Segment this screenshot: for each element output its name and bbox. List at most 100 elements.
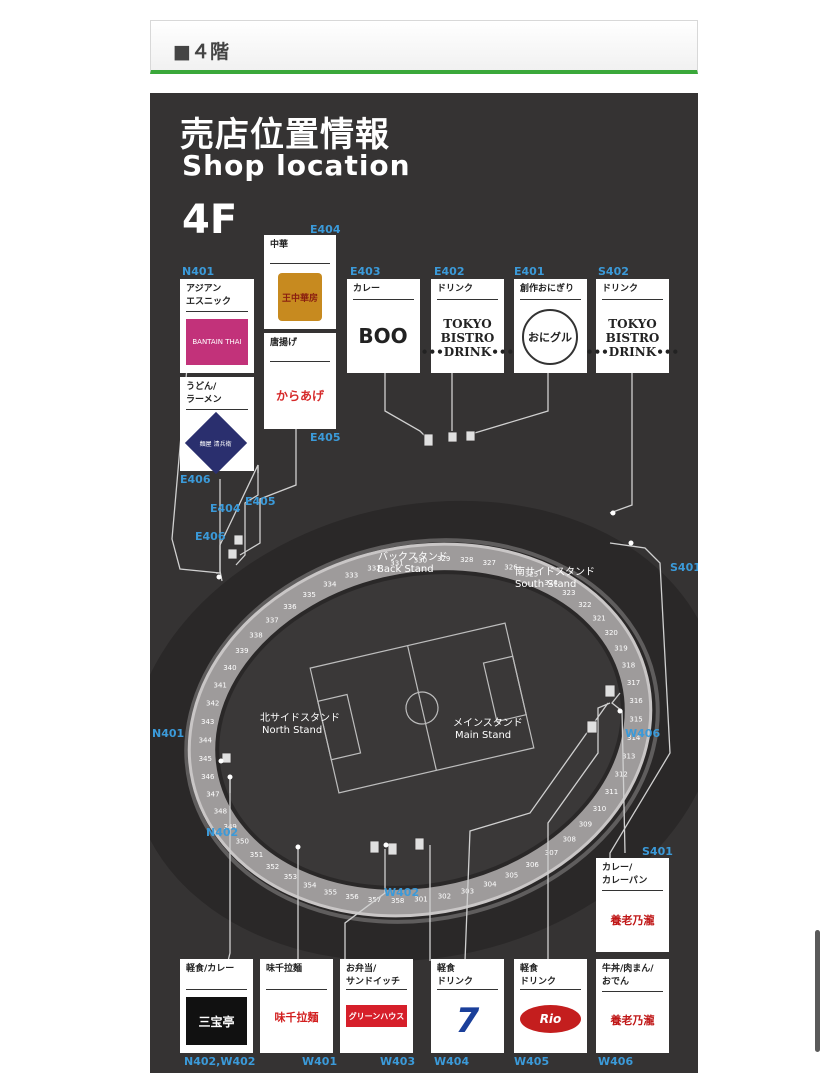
stand-south-jp: 南サイドスタンド bbox=[515, 565, 595, 578]
seat-section-label: 332 bbox=[367, 565, 380, 573]
seat-section-label: 307 bbox=[545, 849, 558, 857]
stand-back-jp: バックスタンド bbox=[378, 551, 448, 563]
shop-category: ドリンク bbox=[602, 284, 639, 294]
seat-section-label: 315 bbox=[629, 715, 642, 723]
seat-section-label: 347 bbox=[206, 791, 219, 799]
seat-section-label: 309 bbox=[579, 821, 592, 829]
shop-card[interactable]: 味千拉麺 味千拉麺 bbox=[260, 959, 333, 1053]
stand-main-jp: メインスタンド bbox=[453, 717, 523, 729]
floor-header: ■４階 bbox=[150, 20, 698, 74]
shop-code: E405 bbox=[310, 431, 341, 444]
shop-code: S401 bbox=[642, 845, 673, 858]
shop-code: N401 bbox=[182, 265, 215, 278]
shop-card[interactable]: 軽食/カレー 三宝亭 bbox=[180, 959, 253, 1053]
floor-title: ■４階 bbox=[173, 41, 229, 63]
seat-section-label: 346 bbox=[201, 773, 215, 781]
card-divider bbox=[186, 989, 247, 990]
shop-card[interactable]: ドリンク TOKYO BISTRO •••DRINK••• bbox=[420, 279, 515, 373]
shop-code: E404 bbox=[310, 223, 341, 236]
shop-card[interactable]: 牛丼/肉まん/ おでん 養老乃瀧 bbox=[596, 959, 669, 1053]
gate-label: S401 bbox=[670, 561, 698, 574]
seat-section-label: 334 bbox=[323, 580, 337, 588]
seat-section-label: 317 bbox=[627, 679, 640, 687]
stand-back-en: Back Stand bbox=[377, 564, 434, 575]
shop-code: E403 bbox=[350, 265, 381, 278]
seat-section-label: 348 bbox=[214, 807, 227, 815]
shop-logo: 7 bbox=[455, 1001, 480, 1041]
seat-section-label: 316 bbox=[629, 697, 643, 705]
seat-section-label: 321 bbox=[592, 614, 605, 622]
card-divider bbox=[186, 409, 248, 410]
seat-section-label: 355 bbox=[324, 888, 337, 896]
seat-section-label: 311 bbox=[605, 788, 618, 796]
shop-category: 軽食 ドリンク bbox=[437, 964, 474, 987]
shop-card[interactable]: 創作おにぎり おにグル bbox=[514, 279, 587, 373]
seat-section-label: 351 bbox=[250, 851, 263, 859]
shop-card[interactable]: 唐揚げ からあげ bbox=[264, 333, 336, 429]
gate-label: W406 bbox=[625, 727, 661, 740]
shop-code: W406 bbox=[598, 1055, 634, 1068]
shop-logo: 三宝亭 bbox=[186, 997, 247, 1045]
card-divider bbox=[186, 311, 248, 312]
shop-code: W405 bbox=[514, 1055, 550, 1068]
seat-section-label: 301 bbox=[414, 896, 427, 904]
card-divider bbox=[520, 989, 581, 990]
gate-label: E404 bbox=[210, 502, 241, 515]
seat-section-label: 345 bbox=[199, 755, 212, 763]
shop-card[interactable]: お弁当/ サンドイッチ グリーンハウス bbox=[340, 959, 413, 1053]
seat-section-label: 327 bbox=[483, 559, 496, 567]
shop-category: 唐揚げ bbox=[270, 338, 298, 348]
shop-category: 軽食 ドリンク bbox=[520, 964, 557, 987]
shop-category: 軽食/カレー bbox=[186, 964, 235, 974]
seat-section-label: 336 bbox=[283, 603, 297, 611]
seat-section-label: 305 bbox=[505, 872, 518, 880]
shop-card[interactable]: うどん/ ラーメン 麺屋 清兵衛 bbox=[180, 377, 254, 475]
shop-card[interactable]: 軽食 ドリンク Rio bbox=[514, 959, 587, 1053]
seat-section-label: 358 bbox=[391, 897, 404, 905]
stand-north-jp: 北サイドスタンド bbox=[260, 712, 340, 724]
seat-section-label: 337 bbox=[265, 616, 278, 624]
shop-category: カレー bbox=[353, 284, 381, 294]
shop-code: N402,W402 bbox=[184, 1055, 256, 1068]
seat-section-label: 320 bbox=[605, 629, 618, 637]
gate-label: E405 bbox=[245, 495, 276, 508]
shop-logo: グリーンハウス bbox=[346, 1005, 407, 1027]
card-divider bbox=[602, 890, 663, 891]
seat-section-label: 312 bbox=[615, 770, 628, 778]
shop-category: うどん/ ラーメン bbox=[186, 382, 222, 405]
shop-card[interactable]: アジアン エスニック BANTAIN THAI bbox=[180, 279, 254, 373]
seat-section-label: 335 bbox=[303, 591, 316, 599]
seat-section-label: 343 bbox=[201, 718, 214, 726]
seat-section-label: 328 bbox=[460, 556, 473, 564]
shop-category: 牛丼/肉まん/ おでん bbox=[602, 964, 654, 987]
stand-north-en: North Stand bbox=[262, 725, 322, 736]
shop-logo: 養老乃瀧 bbox=[610, 914, 655, 927]
shop-logo: 麺屋 清兵衛 bbox=[184, 411, 248, 475]
gate-label: N402 bbox=[206, 826, 239, 839]
seat-section-label: 352 bbox=[266, 863, 279, 871]
seat-section-label: 354 bbox=[303, 882, 317, 890]
shop-code: W403 bbox=[380, 1055, 416, 1068]
scrollbar[interactable] bbox=[815, 930, 820, 1052]
shop-logo: 王中華房 bbox=[278, 273, 322, 321]
shop-logo: TOKYO BISTRO •••DRINK••• bbox=[420, 317, 515, 359]
seat-section-label: 306 bbox=[526, 861, 540, 869]
card-divider bbox=[270, 263, 330, 264]
shop-logo: BANTAIN THAI bbox=[186, 319, 248, 365]
seat-section-label: 339 bbox=[235, 647, 248, 655]
shop-code: E401 bbox=[514, 265, 545, 278]
shop-card[interactable]: カレー BOO bbox=[347, 279, 420, 373]
card-divider bbox=[602, 299, 663, 300]
shop-card[interactable]: 軽食 ドリンク 7 bbox=[431, 959, 504, 1053]
seat-section-label: 326 bbox=[504, 564, 518, 572]
gate-label: E406 bbox=[195, 530, 226, 543]
shop-card[interactable]: 中華 王中華房 bbox=[264, 235, 336, 329]
map-title: 売店位置情報 bbox=[180, 115, 390, 155]
stand-main-en: Main Stand bbox=[455, 730, 511, 741]
card-divider bbox=[437, 299, 498, 300]
shop-card[interactable]: ドリンク TOKYO BISTRO •••DRINK••• bbox=[586, 279, 679, 373]
card-divider bbox=[437, 989, 498, 990]
shop-card[interactable]: カレー/ カレーパン 養老乃瀧 bbox=[596, 858, 669, 952]
shop-logo: おにグル bbox=[522, 309, 578, 365]
